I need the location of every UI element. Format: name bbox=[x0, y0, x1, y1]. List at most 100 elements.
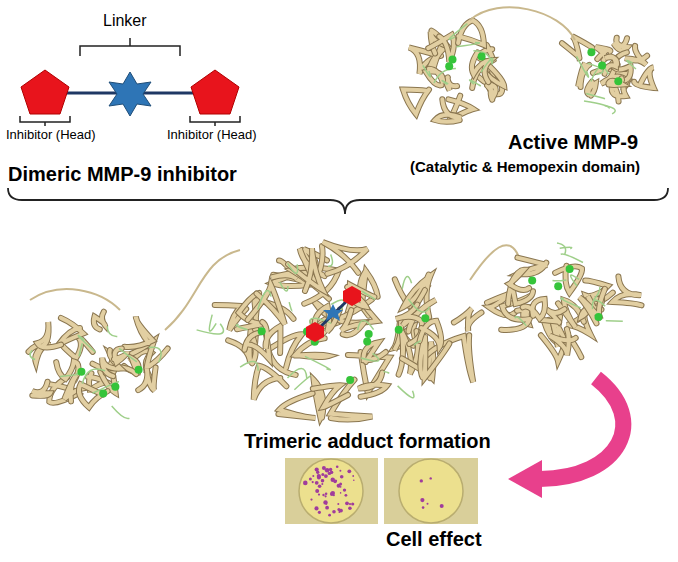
colony bbox=[420, 479, 423, 482]
ribbon bbox=[420, 321, 442, 347]
ribbon bbox=[313, 385, 348, 407]
loop bbox=[442, 80, 448, 84]
ribbon-edge bbox=[634, 67, 654, 88]
colony bbox=[321, 483, 323, 485]
colony bbox=[321, 479, 325, 483]
metal-ion bbox=[587, 48, 595, 56]
title-label: Dimeric MMP-9 inhibitor bbox=[8, 163, 237, 186]
ribbon-edge bbox=[359, 373, 388, 397]
colony bbox=[318, 511, 321, 514]
loop bbox=[586, 94, 605, 99]
metal-ion bbox=[346, 376, 354, 384]
ribbon bbox=[288, 248, 323, 291]
metal-ion bbox=[135, 366, 143, 374]
metal-ion bbox=[395, 326, 403, 334]
colony bbox=[325, 468, 330, 473]
colony bbox=[339, 470, 341, 472]
colony bbox=[312, 475, 314, 477]
loop bbox=[197, 324, 224, 334]
loop bbox=[362, 291, 375, 299]
ribbon-edge bbox=[313, 385, 348, 407]
loop bbox=[560, 247, 572, 248]
colony bbox=[353, 479, 355, 481]
ribbon bbox=[614, 38, 628, 51]
ribbon-edge bbox=[613, 277, 642, 306]
enzyme-label: Active MMP-9 bbox=[508, 131, 638, 154]
loop bbox=[553, 279, 567, 281]
colony bbox=[325, 493, 328, 496]
loop bbox=[328, 255, 332, 267]
metal-ion bbox=[258, 327, 266, 335]
colony bbox=[420, 498, 424, 502]
loop bbox=[515, 317, 526, 326]
ribbon-edge bbox=[248, 285, 285, 325]
ribbon-edge bbox=[614, 38, 628, 51]
ribbon-edge bbox=[580, 289, 605, 324]
colony bbox=[318, 494, 320, 496]
ribbon bbox=[32, 382, 50, 396]
colony bbox=[440, 504, 444, 508]
loop bbox=[423, 65, 431, 76]
ribbon bbox=[454, 309, 482, 331]
metal-ion bbox=[363, 338, 371, 346]
ribbon bbox=[248, 285, 285, 325]
loop bbox=[280, 282, 288, 291]
ribbon-edge bbox=[254, 366, 287, 400]
ribbon-edge bbox=[124, 317, 153, 347]
ribbon bbox=[262, 322, 280, 353]
ribbon-edge bbox=[94, 312, 105, 330]
metal-ion bbox=[99, 390, 107, 398]
ribbon bbox=[613, 277, 642, 306]
loop bbox=[361, 353, 379, 361]
colony bbox=[340, 475, 344, 479]
head-bracket bbox=[20, 116, 70, 126]
colony bbox=[337, 503, 339, 505]
colony bbox=[338, 511, 340, 513]
colony bbox=[303, 481, 308, 486]
loop bbox=[30, 350, 35, 359]
metal-ion bbox=[614, 77, 622, 85]
loop bbox=[288, 368, 307, 378]
ribbon bbox=[608, 78, 622, 85]
linker-bracket bbox=[80, 38, 180, 56]
loop bbox=[288, 263, 298, 273]
colony bbox=[331, 491, 335, 495]
arrow-head bbox=[508, 460, 542, 498]
ribbon-edge bbox=[37, 322, 61, 347]
colony bbox=[328, 514, 331, 517]
loop bbox=[289, 302, 292, 311]
petri-dish bbox=[299, 459, 363, 523]
linker-label: Linker bbox=[103, 12, 147, 30]
colony bbox=[324, 474, 328, 478]
loop bbox=[473, 51, 492, 65]
protein-ribbons bbox=[29, 7, 654, 419]
step-label: Trimeric adduct formation bbox=[244, 430, 491, 453]
ribbon bbox=[403, 90, 429, 115]
colony bbox=[331, 478, 335, 482]
loop bbox=[305, 356, 330, 369]
colony bbox=[345, 501, 349, 505]
metal-ion bbox=[554, 282, 562, 290]
loop bbox=[593, 287, 600, 300]
ribbon bbox=[523, 299, 545, 319]
metal-ion bbox=[595, 313, 603, 321]
loop bbox=[209, 315, 216, 331]
metal-ion bbox=[478, 53, 486, 61]
dish-photo bbox=[285, 458, 378, 524]
loop bbox=[258, 290, 271, 309]
loop bbox=[119, 349, 136, 362]
metal-ion bbox=[77, 368, 85, 376]
inhibitor-head bbox=[191, 70, 239, 114]
ribbon bbox=[359, 373, 388, 397]
ribbon-edge bbox=[262, 322, 280, 353]
linker-loop bbox=[470, 7, 575, 40]
colony bbox=[314, 506, 318, 510]
loop bbox=[107, 326, 117, 336]
head-label: Inhibitor (Head) bbox=[6, 128, 96, 143]
petri-dish bbox=[399, 459, 463, 523]
loop bbox=[449, 24, 467, 40]
ribbon bbox=[458, 20, 484, 45]
ribbon-edge bbox=[288, 248, 323, 291]
colony bbox=[339, 483, 342, 486]
ribbon-edge bbox=[278, 393, 315, 418]
